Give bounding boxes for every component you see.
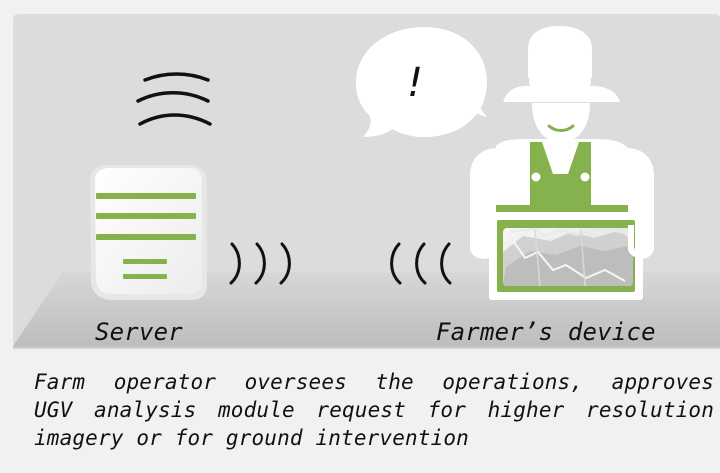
farmer-device-label: Farmer’s device <box>436 318 656 346</box>
speech-bubble-icon: ! <box>356 27 487 137</box>
caption: Farm operator oversees the operations, a… <box>34 368 714 452</box>
server-label: Server <box>95 318 183 346</box>
server-icon <box>90 165 207 300</box>
tablet-map-image <box>503 228 633 286</box>
farmer-icon <box>470 26 654 259</box>
server-wireless-icon <box>136 72 212 126</box>
caption-line-2: UGV analysis module request for higher r… <box>34 398 714 422</box>
signal-waves-left-icon <box>229 242 291 285</box>
alert-mark: ! <box>407 60 423 106</box>
signal-waves-right-icon <box>390 242 452 285</box>
tablet-icon <box>470 212 654 300</box>
caption-line-1: Farm operator oversees the operations, a… <box>34 370 714 394</box>
caption-line-3: imagery or for ground intervention <box>34 426 469 450</box>
